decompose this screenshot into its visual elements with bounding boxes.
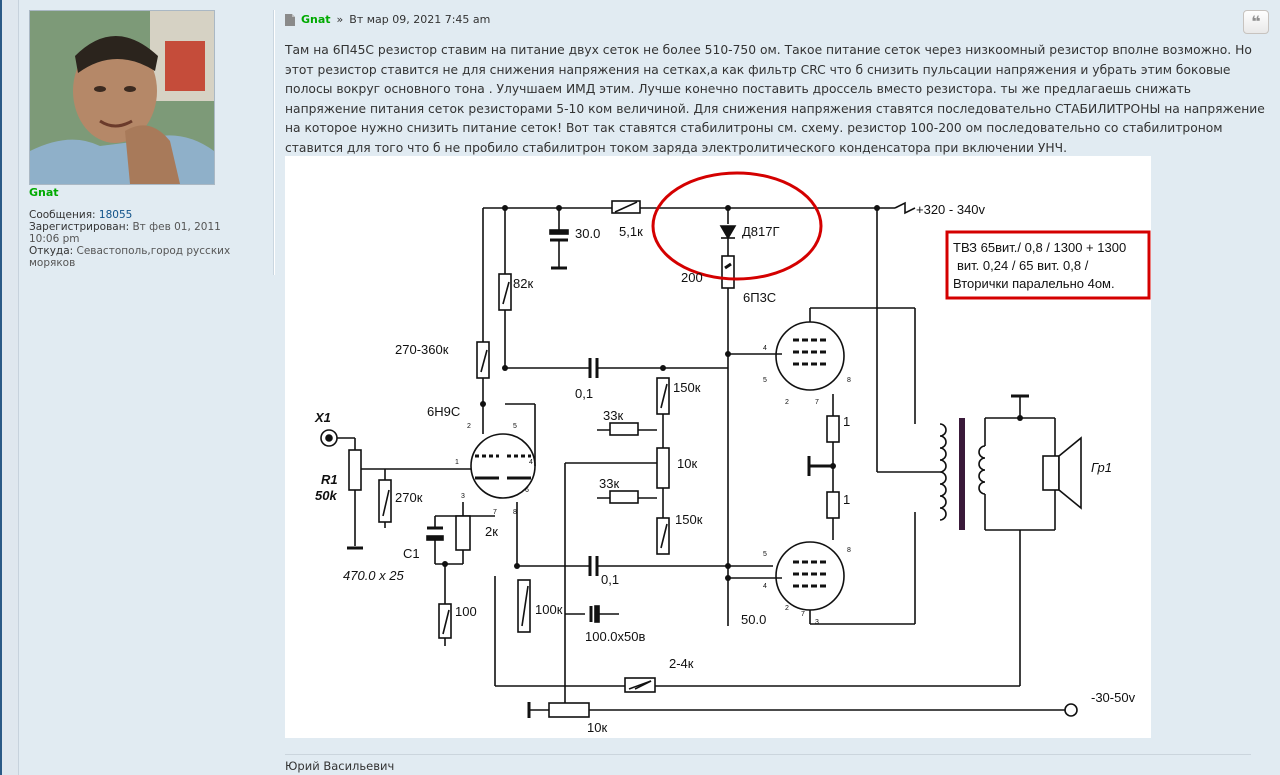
label-r-200: 200 — [681, 270, 703, 285]
label-pot-10k: 10к — [677, 456, 697, 471]
pin-number: 4 — [529, 459, 533, 466]
label-r-33k-top: 33к — [603, 408, 623, 423]
label-c-100: 100.0x50в — [585, 629, 645, 644]
label-c-01-bot: 0,1 — [601, 572, 619, 587]
label-r-270k: 270к — [395, 490, 423, 505]
label-r-100: 100 — [455, 604, 477, 619]
pin-number: 7 — [493, 509, 497, 516]
label-r-2-4k: 2-4к — [669, 656, 694, 671]
post-signature: Юрий Васильевич — [285, 759, 395, 773]
label-r1-value: 50k — [315, 488, 337, 503]
label-r-5k1: 5,1к — [619, 224, 643, 239]
pin-number: 3 — [461, 493, 465, 500]
label-tube-6p3s: 6П3С — [743, 290, 776, 305]
label-tube-6n9s: 6Н9С — [427, 404, 460, 419]
post-date: Вт мар 09, 2021 7:45 am — [349, 13, 491, 26]
pin-number: 7 — [801, 611, 805, 618]
label-c1-value: 470.0 x 25 — [343, 568, 404, 583]
label-tvz-line1: ТВЗ 65вит./ 0,8 / 1300 + 1300 — [953, 240, 1126, 255]
label-c-01-top: 0,1 — [575, 386, 593, 401]
amplifier-schematic: +320 - 340v 30.0 5,1к Д817Г 200 82к 6П3С… — [314, 171, 1151, 735]
label-tvz-line2: вит. 0,24 / 65 вит. 0,8 / — [957, 258, 1089, 273]
label-pot-10k-bottom: 10к — [587, 720, 607, 735]
avatar-photo — [30, 11, 214, 184]
profile-joined-value: Вт фев 01, 2011 10:06 pm — [29, 221, 221, 245]
post-content: Там на 6П45С резистор ставим на питание … — [285, 43, 1265, 155]
pin-number: 6 — [525, 487, 529, 494]
label-r-100k: 100к — [535, 602, 563, 617]
profile-location-value: Севастополь,город русских моряков — [29, 245, 231, 269]
pin-number: 4 — [763, 345, 767, 352]
label-r-150k-top: 150к — [673, 380, 701, 395]
user-avatar[interactable] — [29, 10, 215, 185]
post-profile: Gnat Сообщения: 18055 Зарегистрирован: В… — [19, 0, 274, 775]
post-author-line: Gnat » Вт мар 09, 2021 7:45 am — [285, 13, 490, 26]
profile-divider — [273, 10, 275, 275]
profile-joined-label: Зарегистрирован: — [29, 221, 130, 233]
page-frame — [0, 0, 19, 775]
pin-number: 8 — [513, 509, 517, 516]
label-c-50: 50.0 — [741, 612, 766, 627]
label-r-82k: 82к — [513, 276, 533, 291]
post-author-separator: » — [336, 13, 344, 26]
label-r-2k: 2к — [485, 524, 498, 539]
pin-number: 7 — [815, 399, 819, 406]
pin-number: 5 — [763, 551, 767, 558]
quote-icon: ❝ — [1251, 12, 1261, 31]
pin-number: 5 — [763, 377, 767, 384]
forum-post: Gnat Сообщения: 18055 Зарегистрирован: В… — [19, 0, 1280, 775]
pin-number: 2 — [785, 605, 789, 612]
pin-number: 2 — [467, 423, 471, 430]
profile-joined-row: Зарегистрирован: Вт фев 01, 2011 10:06 p… — [29, 221, 254, 245]
signature-divider — [285, 754, 1251, 755]
label-r-33k-bot: 33к — [599, 476, 619, 491]
pin-number: 3 — [815, 619, 819, 626]
label-c1: C1 — [403, 546, 420, 561]
label-supply: +320 - 340v — [916, 202, 986, 217]
pin-number: 5 — [513, 423, 517, 430]
profile-posts-row: Сообщения: 18055 — [29, 209, 254, 221]
profile-details: Сообщения: 18055 Зарегистрирован: Вт фев… — [29, 209, 254, 269]
label-r-1-top: 1 — [843, 414, 850, 429]
post-icon — [285, 13, 295, 26]
post-author-link[interactable]: Gnat — [301, 13, 331, 26]
profile-username[interactable]: Gnat — [29, 186, 59, 199]
schematic-image: +320 - 340v 30.0 5,1к Д817Г 200 82к 6П3С… — [285, 156, 1151, 738]
profile-location-label: Откуда: — [29, 245, 74, 257]
label-r-270-360k: 270-360к — [395, 342, 449, 357]
label-c-30: 30.0 — [575, 226, 600, 241]
label-x1: X1 — [314, 410, 331, 425]
label-zener: Д817Г — [742, 224, 780, 239]
label-r1: R1 — [321, 472, 338, 487]
pin-number: 4 — [763, 583, 767, 590]
label-r-150k-bot: 150к — [675, 512, 703, 527]
pin-number: 1 — [455, 459, 459, 466]
profile-posts-label: Сообщения: — [29, 209, 96, 221]
quote-button[interactable]: ❝ — [1243, 10, 1269, 34]
post-body: Gnat » Вт мар 09, 2021 7:45 am ❝ Там на … — [285, 0, 1269, 775]
pin-number: 8 — [847, 377, 851, 384]
profile-location-row: Откуда: Севастополь,город русских моряко… — [29, 245, 254, 269]
label-tvz-line3: Вторички паралельно 4ом. — [953, 276, 1115, 291]
pin-number: 2 — [785, 399, 789, 406]
label-neg-supply: -30-50v — [1091, 690, 1136, 705]
pin-number: 8 — [847, 547, 851, 554]
profile-posts-link[interactable]: 18055 — [98, 209, 133, 221]
label-speaker: Гр1 — [1091, 460, 1112, 475]
label-r-1-bot: 1 — [843, 492, 850, 507]
